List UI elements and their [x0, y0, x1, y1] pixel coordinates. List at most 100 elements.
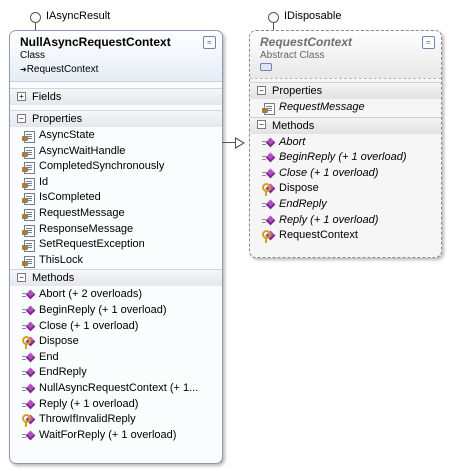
property-icon [22, 177, 35, 190]
method-label: Abort [279, 135, 306, 148]
method-label: End [39, 350, 59, 363]
method-item[interactable]: Close (+ 1 overload) [250, 166, 441, 182]
method-label: RequestContext [279, 229, 358, 242]
property-icon [22, 161, 35, 175]
methods-section-header[interactable]: −Methods [10, 269, 222, 287]
property-label: RequestMessage [39, 206, 125, 219]
property-icon [22, 239, 35, 253]
interface-circle-icon [30, 12, 41, 23]
property-label: ThisLock [39, 253, 84, 266]
property-item[interactable]: Id [10, 175, 222, 191]
interface-label: IAsyncResult [46, 10, 111, 22]
expand-icon[interactable]: + [17, 91, 26, 101]
class-header[interactable]: NullAsyncRequestContext Class ➜RequestCo… [10, 31, 222, 82]
property-item[interactable]: CompletedSynchronously [10, 159, 222, 175]
method-label: NullAsyncRequestContext (+ 1... [39, 381, 199, 394]
method-label: Abort (+ 2 overloads) [39, 288, 143, 301]
class-shape-requestcontext[interactable]: RequestContext Abstract Class ≈ −Propert… [249, 30, 442, 258]
property-icon [22, 255, 35, 268]
method-label: Dispose [279, 182, 319, 195]
method-item[interactable]: Abort (+ 2 overloads) [10, 287, 222, 303]
method-label: WaitForReply (+ 1 overload) [39, 428, 177, 441]
method-item[interactable]: End [10, 350, 222, 366]
collapse-shape-button[interactable]: ≈ [203, 36, 216, 49]
class-kind: Class [20, 50, 46, 61]
method-item[interactable]: ThrowIfInvalidReply [10, 412, 222, 428]
method-icon [22, 430, 36, 442]
property-label: AsyncState [39, 129, 95, 141]
collapse-icon[interactable]: − [257, 120, 266, 130]
methods-section-header[interactable]: −Methods [250, 116, 441, 134]
class-kind: Abstract Class [260, 50, 325, 61]
property-item[interactable]: RequestMessage [250, 100, 441, 116]
protected-method-icon [22, 414, 36, 428]
property-icon [22, 146, 35, 159]
base-class-reference: ➜RequestContext [20, 64, 99, 75]
method-icon [262, 215, 276, 227]
method-icon [22, 352, 36, 364]
method-icon [22, 289, 36, 301]
property-icon [22, 192, 35, 206]
methods-list: Abort (+ 2 overloads) BeginReply (+ 1 ove… [10, 286, 222, 443]
property-item[interactable]: AsyncWaitHandle [10, 144, 222, 160]
method-icon [22, 367, 36, 379]
method-icon [262, 168, 276, 180]
method-item[interactable]: WaitForReply (+ 1 overload) [10, 428, 222, 444]
method-item[interactable]: Close (+ 1 overload) [10, 319, 222, 335]
method-item[interactable]: NullAsyncRequestContext (+ 1... [10, 381, 222, 397]
method-item[interactable]: Dispose [250, 181, 441, 197]
method-item[interactable]: RequestContext [250, 228, 441, 244]
collapse-icon[interactable]: − [17, 272, 26, 282]
collapse-icon[interactable]: − [257, 85, 266, 95]
method-item[interactable]: Dispose [10, 334, 222, 350]
class-title: NullAsyncRequestContext [20, 35, 171, 49]
property-label: RequestMessage [279, 101, 365, 113]
property-item[interactable]: SetRequestException [10, 237, 222, 253]
property-icon [22, 130, 35, 143]
property-item[interactable]: ThisLock [10, 253, 222, 269]
method-item[interactable]: BeginReply (+ 1 overload) [250, 150, 441, 166]
collapse-icon[interactable]: − [17, 113, 26, 123]
method-item[interactable]: BeginReply (+ 1 overload) [10, 303, 222, 319]
property-label: CompletedSynchronously [39, 160, 165, 173]
method-label: EndReply [279, 197, 327, 210]
method-item[interactable]: Abort [250, 135, 441, 151]
method-label: BeginReply (+ 1 overload) [279, 151, 407, 164]
inheritance-triangle-icon [235, 137, 245, 149]
properties-list: RequestMessage [250, 99, 441, 116]
method-icon [22, 383, 36, 395]
method-label: EndReply [39, 366, 87, 379]
method-label: ThrowIfInvalidReply [39, 413, 136, 426]
property-label: IsCompleted [39, 191, 101, 204]
property-label: SetRequestException [39, 238, 145, 251]
property-item[interactable]: ResponseMessage [10, 222, 222, 238]
method-icon [22, 321, 36, 333]
property-label: Id [39, 175, 49, 188]
compartment-icon [260, 63, 272, 71]
method-item[interactable]: EndReply [10, 365, 222, 381]
method-icon [262, 152, 276, 164]
method-label: Close (+ 1 overload) [279, 166, 379, 179]
protected-method-icon [262, 183, 276, 197]
class-header[interactable]: RequestContext Abstract Class ≈ [250, 31, 441, 79]
fields-section-header[interactable]: +Fields [10, 88, 222, 105]
method-item[interactable]: Reply (+ 1 overload) [10, 397, 222, 413]
method-item[interactable]: EndReply [250, 197, 441, 213]
properties-section-header[interactable]: −Properties [10, 110, 222, 127]
method-item[interactable]: Reply (+ 1 overload) [250, 213, 441, 229]
property-label: ResponseMessage [39, 222, 134, 235]
property-icon [22, 208, 35, 221]
class-title: RequestContext [260, 35, 353, 49]
properties-section-header[interactable]: −Properties [250, 82, 441, 99]
property-item[interactable]: RequestMessage [10, 206, 222, 222]
collapse-shape-button[interactable]: ≈ [422, 36, 435, 49]
property-item[interactable]: AsyncState [10, 128, 222, 144]
protected-method-icon [22, 336, 36, 350]
class-shape-nullasyncrequestcontext[interactable]: NullAsyncRequestContext Class ➜RequestCo… [9, 30, 223, 464]
method-icon [262, 137, 276, 149]
method-icon [262, 199, 276, 211]
inherit-arrow-icon: ➜ [20, 65, 27, 74]
property-item[interactable]: IsCompleted [10, 190, 222, 206]
method-label: Reply (+ 1 overload) [279, 213, 379, 226]
